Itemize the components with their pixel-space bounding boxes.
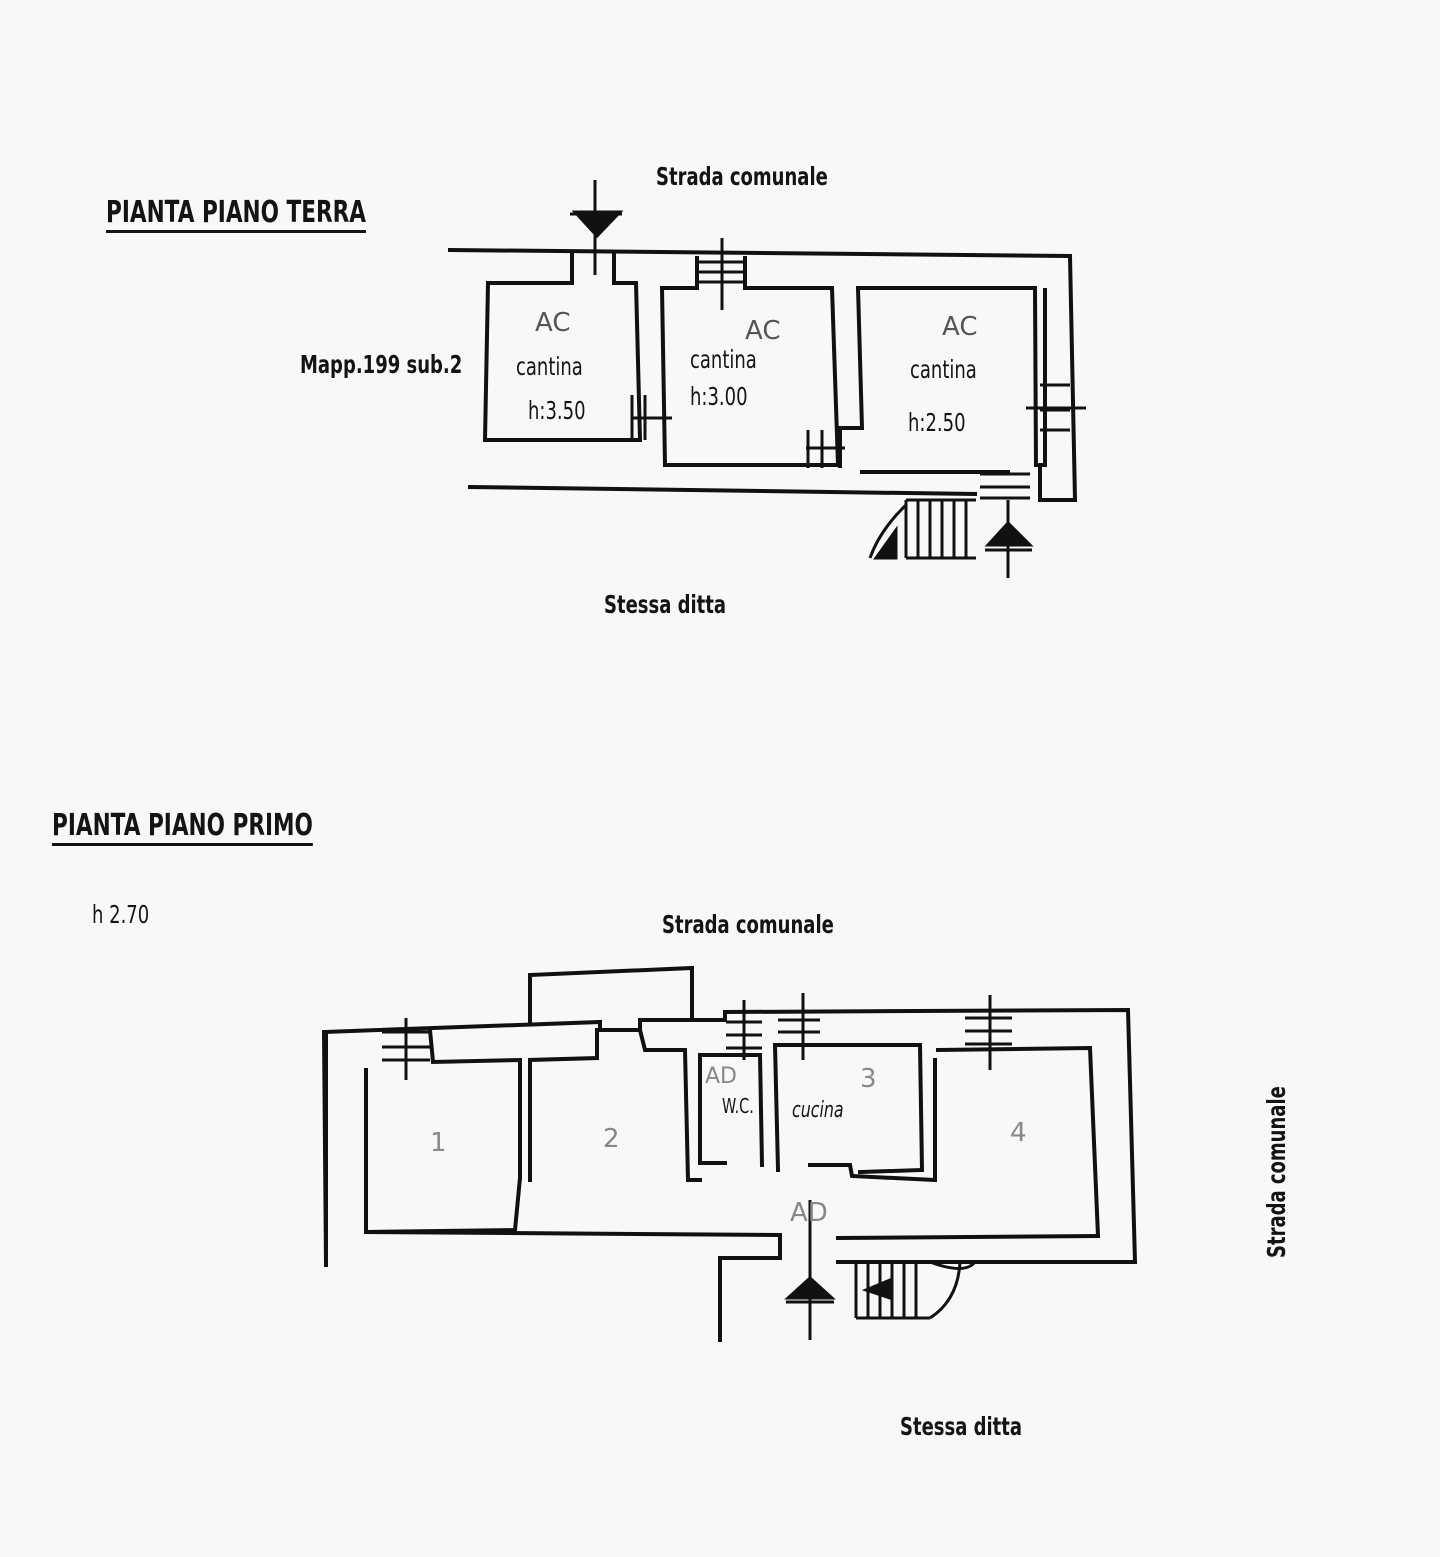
- ground-entrance-arrow-bottom: [988, 523, 1030, 545]
- first-corridor-wall-right: [838, 1236, 1098, 1238]
- ground-outer-wall-bottom: [470, 487, 975, 494]
- ground-room-3-height: h:2.50: [908, 408, 966, 437]
- first-room-2-number: 2: [603, 1124, 620, 1154]
- first-floor-height-label: h 2.70: [92, 900, 150, 929]
- first-wc-wall: [700, 1055, 762, 1165]
- ground-room-2-wall: [662, 258, 838, 465]
- first-window-3: [778, 993, 820, 1060]
- ground-stair: [870, 500, 976, 558]
- first-floor-title: PIANTA PIANO PRIMO: [52, 808, 313, 843]
- ground-room-1-wall: [485, 254, 640, 440]
- ground-floor-title: PIANTA PIANO TERRA: [106, 195, 366, 230]
- ground-street-top-label: Strada comunale: [656, 162, 828, 191]
- first-room-3-name: cucina: [792, 1098, 844, 1123]
- ground-entrance-arrow-top: [575, 212, 620, 236]
- first-room-1-number: 1: [430, 1128, 447, 1158]
- ground-parcel-ref-label: Mapp.199 sub.2: [300, 350, 463, 379]
- ground-outer-wall-top: [450, 250, 1075, 500]
- first-room-2-wall: [530, 1030, 700, 1180]
- first-kitchen-wall-b: [810, 1060, 935, 1180]
- first-window-4: [965, 995, 1012, 1070]
- ground-room-3-code: AC: [942, 312, 978, 342]
- ground-room-2-code: AC: [745, 316, 781, 346]
- first-stair: [856, 1262, 975, 1318]
- ground-room-1-name: cantina: [516, 352, 583, 381]
- ground-room-1-height: h:3.50: [528, 396, 586, 425]
- first-balcony: [530, 968, 692, 1022]
- first-wc-code: AD: [705, 1064, 737, 1089]
- first-window-1: [382, 1018, 430, 1080]
- ground-room-3-name: cantina: [910, 355, 977, 384]
- ground-street-bottom-label: Stessa ditta: [604, 590, 727, 619]
- first-street-bottom-label: Stessa ditta: [900, 1412, 1023, 1441]
- ground-room-2-name: cantina: [690, 345, 757, 374]
- first-room-3-number: 3: [860, 1064, 877, 1094]
- ground-room-2-height: h:3.00: [690, 382, 748, 411]
- first-window-2: [726, 1000, 762, 1060]
- first-entrance-arrow: [788, 1278, 832, 1298]
- first-room-4-number: 4: [1010, 1118, 1027, 1148]
- first-kitchen-wall: [775, 1045, 922, 1172]
- first-outer-wall: [324, 1010, 1135, 1265]
- ground-room-1-code: AC: [535, 308, 571, 338]
- first-street-top-label: Strada comunale: [662, 910, 834, 939]
- first-corridor-code: AD: [790, 1198, 828, 1228]
- first-corridor-wall: [366, 1232, 780, 1258]
- first-wc-name: W.C.: [722, 1094, 754, 1118]
